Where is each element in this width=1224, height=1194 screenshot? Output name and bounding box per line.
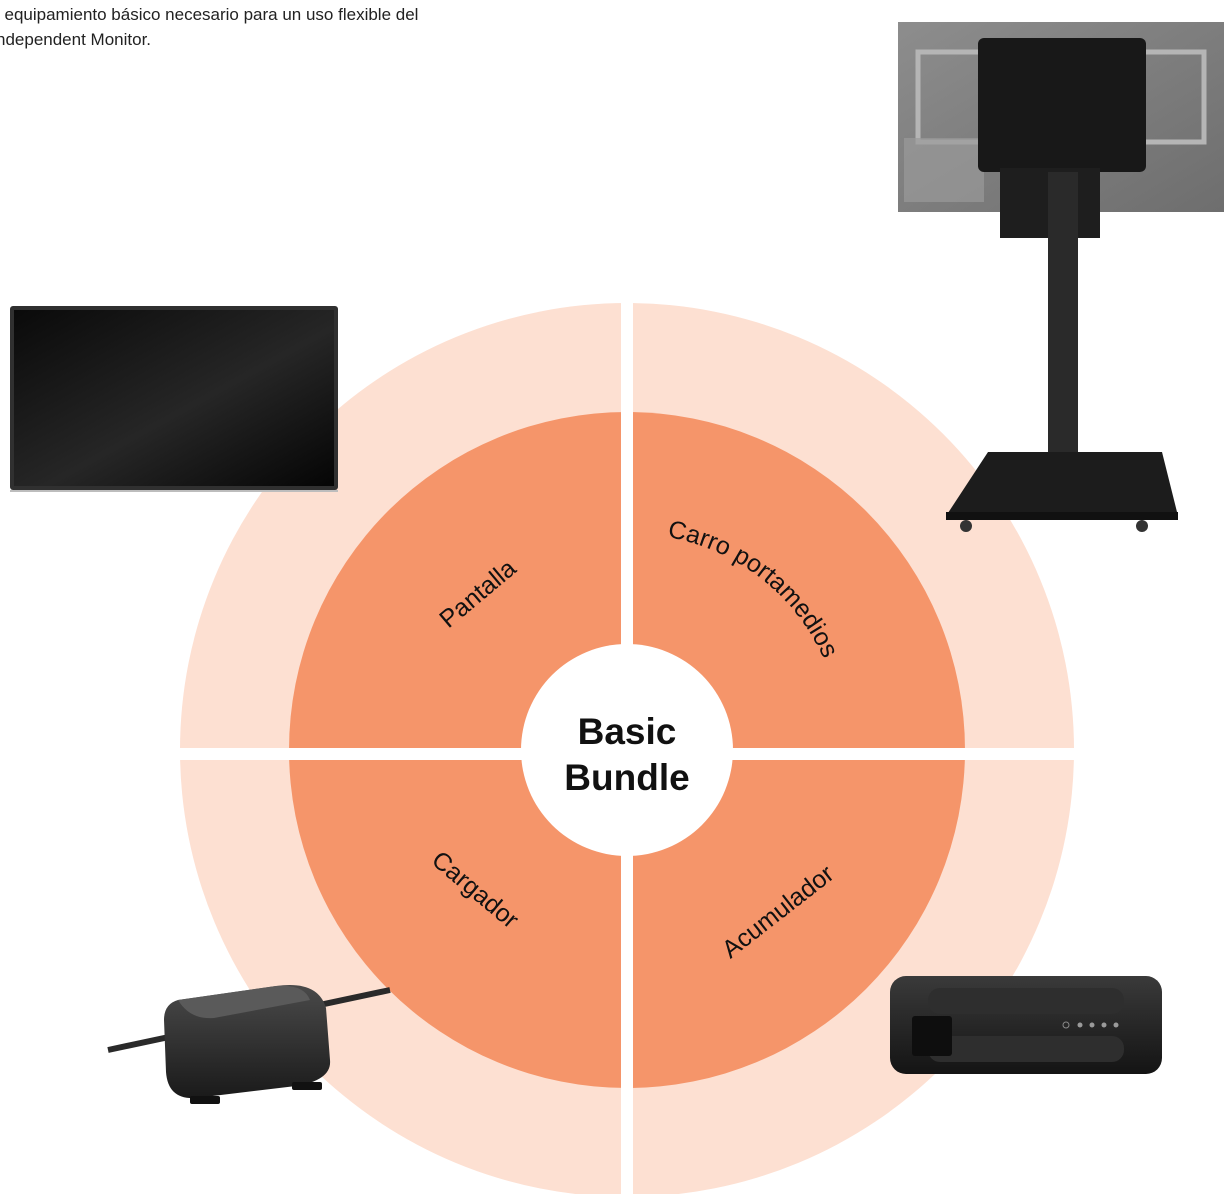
monitor-screen-icon: [10, 306, 338, 492]
intro-line-2: ndependent Monitor.: [0, 30, 152, 49]
intro-text: l equipamiento básico necesario para un …: [0, 2, 596, 52]
battery-pack-icon: [890, 976, 1162, 1074]
charger-icon: [107, 984, 391, 1104]
center-label-line-1: Basic: [578, 711, 677, 752]
center-label-line-2: Bundle: [564, 757, 689, 798]
media-cart-icon: [898, 22, 1224, 532]
intro-line-1: l equipamiento básico necesario para un …: [0, 5, 419, 24]
center-disc: [521, 644, 733, 856]
